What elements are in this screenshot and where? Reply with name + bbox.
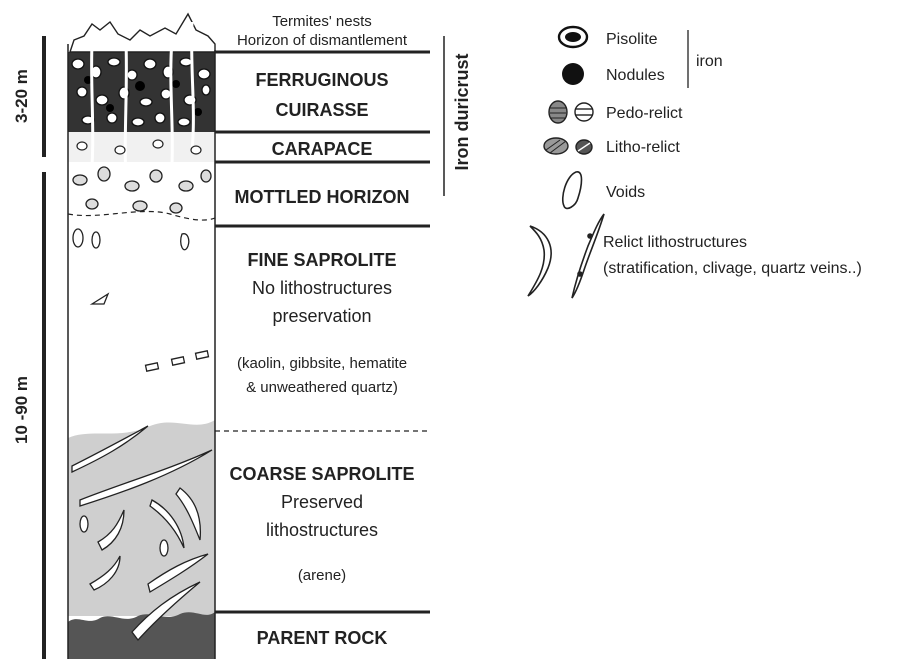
fine-saprolite-line3: (kaolin, gibbsite, hematite	[237, 355, 407, 372]
nodule-icon	[562, 63, 584, 85]
fine-saprolite-title: FINE SAPROLITE	[247, 250, 396, 270]
coarse-saprolite-title: COARSE SAPROLITE	[229, 464, 414, 484]
voids-icon	[563, 172, 582, 209]
legend-pedo-relict-label: Pedo-relict	[606, 105, 683, 122]
legend-litho-relict-label: Litho-relict	[606, 139, 680, 156]
parent-rock-label: PARENT ROCK	[257, 628, 388, 648]
fine-saprolite-line4: & unweathered quartz)	[246, 379, 398, 396]
legend-relict-line1: Relict lithostructures	[603, 234, 747, 251]
pedo-relict-icon	[549, 101, 593, 123]
profile-column	[68, 14, 215, 659]
iron-duricrust-bracket: Iron duricrust	[444, 36, 472, 196]
litho-relict-icon	[544, 138, 592, 154]
coarse-saprolite-line2: lithostructures	[266, 520, 378, 540]
legend-iron-label: iron	[696, 53, 723, 70]
coarse-saprolite-line1: Preserved	[281, 492, 363, 512]
mottled-horizon-label: MOTTLED HORIZON	[235, 187, 410, 207]
fine-saprolite-features	[73, 229, 208, 371]
relict-lithostructures-icon	[528, 214, 604, 298]
carapace-label: CARAPACE	[272, 139, 373, 159]
coarse-saprolite-line3: (arene)	[298, 567, 346, 584]
mottled-relicts	[73, 167, 211, 213]
legend-pisolite-label: Pisolite	[606, 31, 658, 48]
pisolite-icon	[559, 27, 587, 47]
fine-saprolite-line2: preservation	[272, 306, 371, 326]
upper-thickness-label: 3-20 m	[12, 69, 31, 123]
lower-thickness-label: 10 -90 m	[12, 376, 31, 444]
mottled-lower-boundary	[68, 211, 215, 220]
termites-nests-label: Termites' nests	[272, 13, 372, 30]
legend-nodules-label: Nodules	[606, 67, 665, 84]
legend-voids-label: Voids	[606, 184, 645, 201]
cuirasse-label: CUIRASSE	[275, 100, 368, 120]
thickness-scale: 3-20 m 10 -90 m	[12, 36, 44, 659]
legend-relict-line2: (stratification, clivage, quartz veins..…	[603, 260, 862, 277]
legend: Pisolite Nodules iron Pedo-relict Litho-…	[528, 27, 862, 298]
ferruginous-label: FERRUGINOUS	[255, 70, 388, 90]
fine-saprolite-line1: No lithostructures	[252, 278, 392, 298]
dismantlement-label: Horizon of dismantlement	[237, 32, 408, 49]
horizon-labels: Termites' nests Horizon of dismantlement…	[229, 13, 414, 648]
iron-duricrust-label: Iron duricrust	[452, 53, 472, 170]
